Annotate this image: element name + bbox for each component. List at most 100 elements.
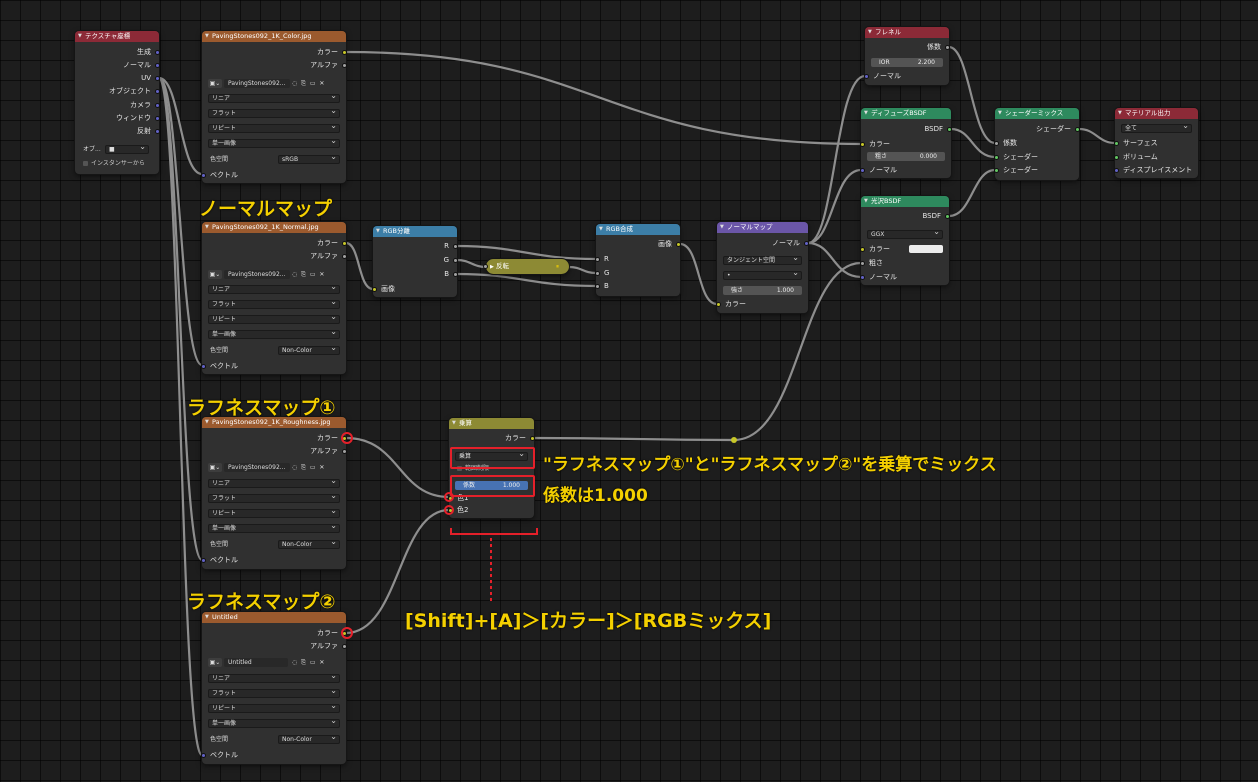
projection-dropdown[interactable]: フラット [208, 686, 340, 698]
node-header[interactable]: ▼RGB合成 [596, 224, 680, 235]
uvmap-field[interactable]: • [723, 268, 802, 280]
image-texture-node-roughness[interactable]: ▼PavingStones092_1K_Roughness.jpg カラー アル… [201, 417, 347, 569]
socket[interactable] [342, 253, 347, 259]
collapse-arrow-icon[interactable]: ▼ [452, 420, 456, 426]
image-icon[interactable]: ▣⌄ [208, 463, 222, 472]
socket[interactable] [342, 643, 347, 649]
texture-coordinate-node[interactable]: ▼テクスチャ座標 生成 ノーマル UV オブジェクト カメラ ウィンドウ 反射 … [75, 31, 160, 174]
socket[interactable] [453, 271, 458, 277]
interpolation-dropdown[interactable]: リニア [208, 91, 340, 103]
color-swatch[interactable] [909, 245, 943, 253]
node-header[interactable]: ▼PavingStones092_1K_Color.jpg [202, 31, 346, 42]
socket[interactable] [595, 256, 600, 262]
node-header[interactable]: ▼テクスチャ座標 [75, 31, 159, 42]
node-header[interactable]: ▼光沢BSDF [861, 196, 949, 207]
socket[interactable] [372, 286, 377, 292]
target-dropdown[interactable]: 全て [1121, 121, 1192, 133]
socket[interactable] [994, 154, 999, 160]
node-header[interactable]: ▼PavingStones092_1K_Roughness.jpg [202, 417, 346, 428]
normal-map-node[interactable]: ▼ノーマルマップ ノーマル タンジェント空間 • 強さ1.000 カラー [716, 222, 809, 313]
projection-dropdown[interactable]: フラット [208, 106, 340, 118]
image-selector[interactable]: ▣⌄PavingStones092...◌ ⎘ ▭ ✕ [208, 79, 326, 88]
socket[interactable] [595, 270, 600, 276]
image-texture-node-untitled[interactable]: ▼Untitled カラー アルファ ▣⌄Untitled◌ ⎘ ▭ ✕ リニア… [201, 612, 347, 764]
image-icon[interactable]: ▣⌄ [208, 658, 222, 667]
socket[interactable] [860, 246, 865, 252]
socket[interactable] [676, 241, 681, 247]
socket[interactable] [1114, 167, 1119, 173]
source-dropdown[interactable]: 単一画像 [208, 716, 340, 728]
socket[interactable] [864, 73, 869, 79]
distribution-dropdown[interactable]: GGX [867, 227, 943, 239]
instancer-checkbox[interactable]: インスタンサーから [83, 159, 145, 168]
interpolation-dropdown[interactable]: リニア [208, 671, 340, 683]
node-header[interactable]: ▼ディフューズBSDF [861, 108, 951, 119]
image-buttons[interactable]: ◌ ⎘ ▭ ✕ [292, 464, 326, 471]
socket[interactable] [342, 240, 347, 246]
object-picker[interactable]: ■ [105, 142, 149, 154]
image-buttons[interactable]: ◌ ⎘ ▭ ✕ [292, 659, 326, 666]
colorspace-dropdown[interactable]: Non-Color [278, 537, 340, 549]
collapse-arrow-icon[interactable]: ▼ [376, 228, 380, 234]
node-header[interactable]: ▼Untitled [202, 612, 346, 623]
socket[interactable] [155, 75, 160, 81]
collapse-arrow-icon[interactable]: ▼ [720, 224, 724, 230]
socket[interactable] [342, 62, 347, 68]
socket[interactable] [155, 102, 160, 108]
node-header[interactable]: ▼乗算 [449, 418, 534, 429]
node-header[interactable]: ▼RGB分離 [373, 226, 457, 237]
socket[interactable] [994, 140, 999, 146]
socket[interactable] [945, 213, 950, 219]
socket[interactable] [453, 243, 458, 249]
source-dropdown[interactable]: 単一画像 [208, 521, 340, 533]
collapse-arrow-icon[interactable]: ▼ [599, 226, 603, 232]
glossy-bsdf-node[interactable]: ▼光沢BSDF BSDF GGX カラー 粗さ ノーマル [860, 196, 950, 285]
socket[interactable] [994, 167, 999, 173]
collapse-arrow-icon[interactable]: ▼ [868, 29, 872, 35]
socket[interactable] [595, 283, 600, 289]
expand-arrow-icon[interactable]: ▶ [490, 264, 494, 270]
collapse-arrow-icon[interactable]: ▼ [205, 33, 209, 39]
invert-node[interactable]: ▶ 反転 ⏸ [483, 259, 569, 274]
source-dropdown[interactable]: 単一画像 [208, 327, 340, 339]
space-dropdown[interactable]: タンジェント空間 [723, 253, 802, 265]
collapse-arrow-icon[interactable]: ▼ [864, 198, 868, 204]
source-dropdown[interactable]: 単一画像 [208, 136, 340, 148]
socket[interactable] [155, 88, 160, 94]
socket[interactable] [342, 49, 347, 55]
socket[interactable] [201, 557, 206, 563]
extension-dropdown[interactable]: リピート [208, 506, 340, 518]
socket[interactable] [860, 260, 865, 266]
socket[interactable] [945, 44, 950, 50]
image-selector[interactable]: ▣⌄PavingStones092...◌ ⎘ ▭ ✕ [208, 270, 326, 279]
collapse-arrow-icon[interactable]: ▼ [205, 224, 209, 230]
socket[interactable] [804, 240, 809, 246]
extension-dropdown[interactable]: リピート [208, 701, 340, 713]
image-selector[interactable]: ▣⌄PavingStones092...◌ ⎘ ▭ ✕ [208, 463, 326, 472]
socket[interactable] [530, 435, 535, 441]
interpolation-dropdown[interactable]: リニア [208, 282, 340, 294]
projection-dropdown[interactable]: フラット [208, 491, 340, 503]
projection-dropdown[interactable]: フラット [208, 297, 340, 309]
image-icon[interactable]: ▣⌄ [208, 79, 222, 88]
socket[interactable] [453, 257, 458, 263]
collapse-arrow-icon[interactable]: ▼ [205, 614, 209, 620]
socket[interactable] [155, 128, 160, 134]
image-texture-node-color[interactable]: ▼PavingStones092_1K_Color.jpg カラー アルファ ▣… [201, 31, 347, 183]
interpolation-dropdown[interactable]: リニア [208, 476, 340, 488]
socket[interactable] [201, 363, 206, 369]
node-header[interactable]: ▼ノーマルマップ [717, 222, 808, 233]
socket[interactable] [155, 49, 160, 55]
colorspace-dropdown[interactable]: Non-Color [278, 732, 340, 744]
extension-dropdown[interactable]: リピート [208, 121, 340, 133]
image-buttons[interactable]: ◌ ⎘ ▭ ✕ [292, 80, 326, 87]
image-selector[interactable]: ▣⌄Untitled◌ ⎘ ▭ ✕ [208, 658, 326, 667]
node-header[interactable]: ▼PavingStones092_1K_Normal.jpg [202, 222, 346, 233]
socket[interactable] [860, 167, 865, 173]
socket[interactable] [860, 141, 865, 147]
